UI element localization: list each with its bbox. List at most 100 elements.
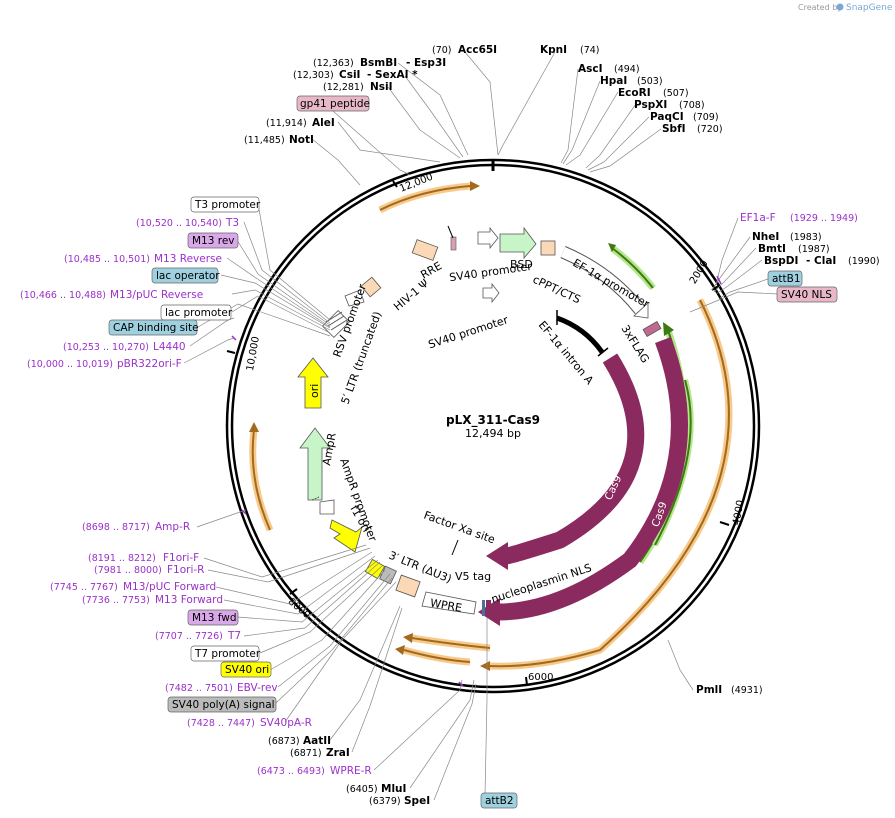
threeflag-feature bbox=[642, 320, 662, 338]
left-leader-lines bbox=[183, 203, 488, 801]
ampr-label: AmpR bbox=[320, 432, 339, 467]
l4440-label: L4440 bbox=[153, 341, 186, 353]
wpre-label: WPRE bbox=[429, 596, 463, 614]
t3-promoter-label: T3 promoter bbox=[194, 199, 261, 211]
f1ori-f-label: F1ori-F bbox=[163, 552, 199, 564]
ef1a-promoter-arrowhead bbox=[633, 302, 649, 319]
zrai-pos: (6871) bbox=[290, 748, 322, 759]
t7-pos: (7707 .. 7726) bbox=[155, 631, 223, 642]
kpni-label: KpnI bbox=[540, 44, 567, 56]
lac-operator-box bbox=[151, 267, 219, 284]
primer-mark-pbr322 bbox=[231, 335, 237, 341]
nhei-pos: (1983) bbox=[790, 232, 822, 243]
paqci-pos: (709) bbox=[693, 112, 719, 123]
m13-puc-rev-label: M13/pUC Reverse bbox=[110, 289, 203, 301]
t3-leader bbox=[243, 221, 331, 324]
cap-label: CAP binding site bbox=[113, 322, 199, 334]
sv40-promoter-2-feature bbox=[482, 282, 500, 304]
orf-bottom-a bbox=[411, 637, 491, 649]
m13-puc-rev-leader bbox=[231, 289, 331, 331]
sv40-nls-box bbox=[776, 286, 838, 303]
hpai-pos: (503) bbox=[637, 76, 663, 87]
pbr322-label: pBR322ori-F bbox=[117, 358, 182, 370]
sv40-ori-box bbox=[220, 661, 272, 678]
l4440-pos: (10,253 .. 10,270) bbox=[63, 342, 149, 353]
cap-box bbox=[108, 319, 198, 336]
ori-feature bbox=[297, 357, 329, 409]
top-leader-lines bbox=[311, 51, 662, 186]
gp41-box bbox=[296, 95, 370, 112]
wpre-r-label: WPRE-R bbox=[330, 765, 372, 777]
paqci-leader bbox=[587, 116, 650, 171]
ebv-rev-label: EBV-rev bbox=[237, 682, 278, 694]
zrai-leader bbox=[351, 607, 403, 753]
bmti-leader bbox=[713, 247, 757, 293]
tick-mark-12000 bbox=[392, 180, 398, 188]
orf-top-arrowhead bbox=[470, 181, 480, 191]
snapgene-logo-icon bbox=[836, 3, 844, 11]
bspdi-pos: (1990) bbox=[848, 256, 880, 267]
bsmbi-pos: (12,363) bbox=[313, 58, 354, 69]
zrai-label: ZraI bbox=[326, 747, 350, 759]
rsv-hatch-2 bbox=[327, 315, 345, 327]
attb1-label: attB1 bbox=[772, 273, 801, 285]
sv40-polya-box bbox=[167, 696, 277, 713]
mlui-label: MluI bbox=[381, 783, 406, 795]
m13puc-fwd-leader bbox=[215, 551, 373, 605]
f1ori-f-leader bbox=[203, 544, 367, 578]
primer-mark-ampr bbox=[241, 509, 247, 515]
orf-green-small bbox=[611, 247, 654, 289]
lac-promoter-box bbox=[160, 304, 232, 321]
tick-label-6000: 6000 bbox=[528, 672, 553, 683]
kpni-leader bbox=[497, 51, 556, 156]
cppt-label: cPPT/CTS bbox=[531, 273, 583, 306]
t3-label: T3 bbox=[225, 217, 239, 229]
pmli-pos: (4931) bbox=[731, 685, 763, 696]
pbr322-leader bbox=[183, 337, 235, 364]
tick-mark-8000 bbox=[289, 588, 298, 595]
ecori-leader bbox=[565, 91, 619, 166]
bsd-label: BSD bbox=[510, 258, 533, 271]
tick-mark-2000 bbox=[711, 284, 721, 291]
f1ori-r-label: F1ori-R bbox=[167, 564, 204, 576]
gp41-label: gp41 peptide bbox=[300, 98, 370, 110]
primer-mark-wpre bbox=[458, 681, 464, 687]
wpre-r-pos: (6473 .. 6493) bbox=[257, 766, 325, 777]
sv40-ori-leader bbox=[269, 569, 386, 671]
m13-forward-leader bbox=[223, 555, 376, 615]
ef1a-promoter-label: EF-1α promoter bbox=[571, 256, 652, 311]
factor-xa-line bbox=[451, 539, 459, 556]
m13-forward-label: M13 Forward bbox=[155, 594, 223, 606]
orf-top bbox=[379, 185, 471, 211]
m13-fwd-label: M13 fwd bbox=[192, 612, 237, 624]
bsmbi-label: BsmBI bbox=[360, 57, 397, 69]
sbfi-leader bbox=[589, 128, 662, 173]
mlui-pos: (6405) bbox=[346, 784, 378, 795]
sv40-polya-label: SV40 poly(A) signal bbox=[172, 699, 275, 711]
asci-pos: (494) bbox=[614, 64, 640, 75]
sbfi-label: SbfI bbox=[662, 123, 686, 135]
wpre-r-leader bbox=[373, 679, 463, 771]
cas9-arcs: Cas9 Cas9 bbox=[478, 337, 688, 626]
cas9-outer-arc bbox=[497, 337, 688, 621]
t3-promoter-leader bbox=[257, 203, 331, 321]
attb2-box bbox=[480, 792, 518, 809]
m13puc-fwd-label: M13/pUC Forward bbox=[123, 581, 216, 593]
nsii-pos: (12,281) bbox=[323, 82, 364, 93]
nhei-leader bbox=[711, 236, 751, 291]
noti-label: NotI bbox=[289, 134, 314, 146]
pspxi-pos: (708) bbox=[679, 100, 705, 111]
rre-marker bbox=[450, 236, 457, 251]
sv40pa-r-label: SV40pA-R bbox=[260, 717, 312, 729]
sv40-nls-label: SV40 NLS bbox=[781, 289, 832, 301]
ef1a-f-label: EF1a-F bbox=[740, 212, 776, 224]
sv40-ori-label: SV40 ori bbox=[225, 664, 269, 676]
orf-top-halo bbox=[378, 182, 471, 214]
nls-feature bbox=[486, 600, 491, 616]
aatii-pos: (6873) bbox=[268, 736, 300, 747]
ampr-primer-leader bbox=[196, 509, 247, 528]
bmti-label: BmtI bbox=[758, 243, 786, 255]
sv40pa-r-leader bbox=[284, 581, 397, 723]
